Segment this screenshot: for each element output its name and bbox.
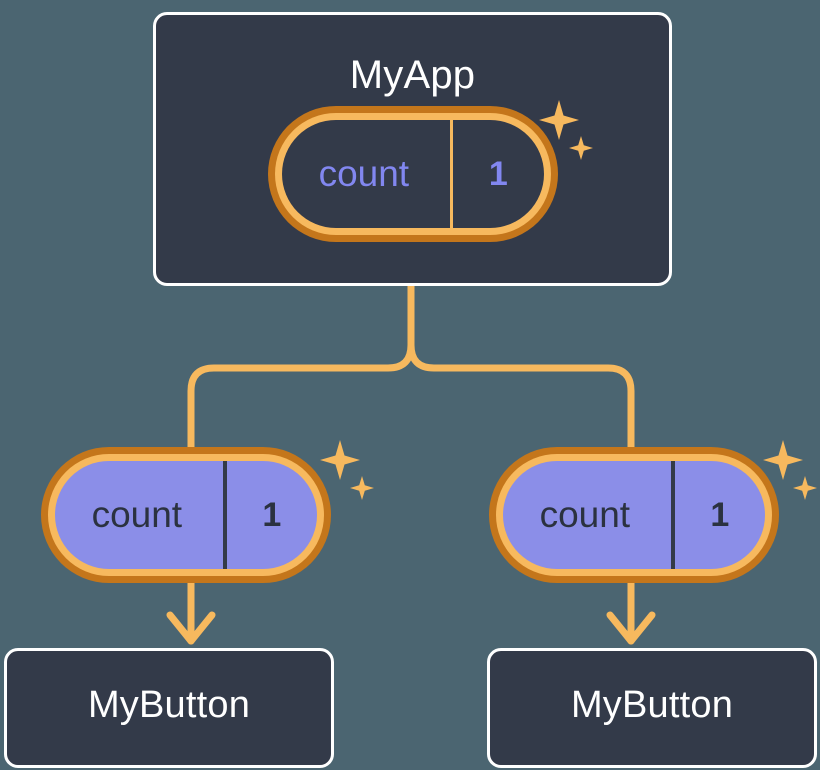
connector-branch-right: [407, 341, 635, 459]
component-label-mybutton-right: MyButton: [570, 684, 734, 726]
arrow-head-right: [606, 611, 656, 645]
state-value: 1: [222, 461, 317, 569]
component-label-mybutton-left: MyButton: [87, 684, 251, 726]
component-card-mybutton-left[interactable]: MyButton: [4, 648, 334, 768]
state-pill-left[interactable]: count 1: [41, 447, 331, 583]
state-pill-body: count 1: [282, 120, 544, 228]
component-label-myapp: MyApp: [349, 53, 476, 97]
state-pill-myapp[interactable]: count 1: [268, 106, 558, 242]
state-key: count: [539, 494, 631, 535]
state-key: count: [318, 153, 410, 194]
state-pill-right[interactable]: count 1: [489, 447, 779, 583]
state-pill-body: count 1: [55, 461, 317, 569]
state-value: 1: [670, 461, 765, 569]
state-key: count: [91, 494, 183, 535]
component-card-mybutton-right[interactable]: MyButton: [487, 648, 817, 768]
arrow-head-left: [166, 611, 216, 645]
state-pill-body: count 1: [503, 461, 765, 569]
connector-branch-left: [187, 341, 415, 459]
state-value: 1: [449, 120, 544, 228]
